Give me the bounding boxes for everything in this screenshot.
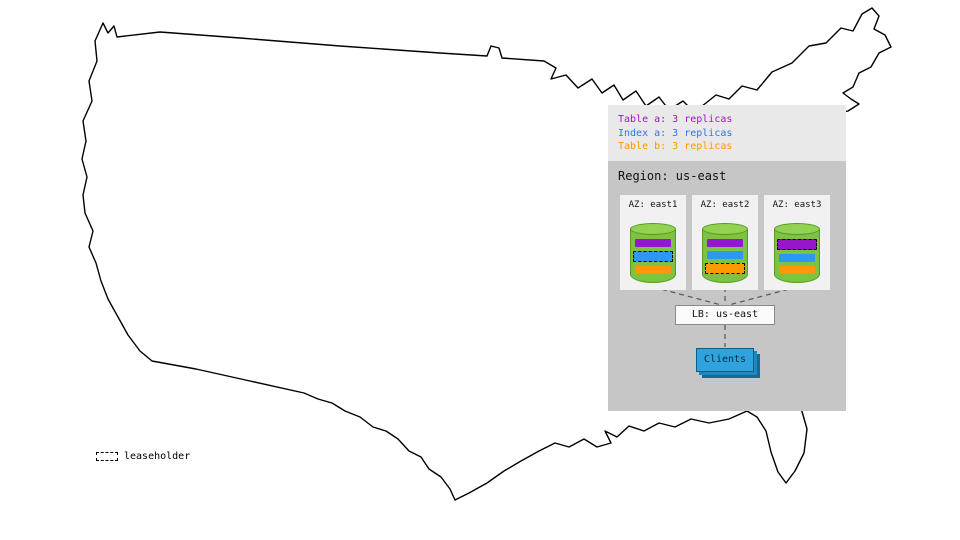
db-node-cylinder — [774, 223, 820, 283]
legend-table-b: Table b: 3 replicas — [618, 141, 733, 152]
leaseholder-key: leaseholder — [96, 451, 190, 462]
replica-table-a — [635, 239, 671, 247]
leaseholder-swatch — [96, 452, 118, 461]
az-east2-label: AZ: east2 — [700, 200, 750, 210]
replica-table-a — [777, 239, 817, 250]
topology-panel: Table a: 3 replicas Index a: 3 replicas … — [608, 105, 846, 411]
replica-table-b — [635, 266, 671, 274]
az-east1: AZ: east1 — [620, 195, 686, 290]
cylinder-top — [774, 223, 820, 235]
az-east1-label: AZ: east1 — [628, 200, 678, 210]
db-node-cylinder — [630, 223, 676, 283]
replica-legend: Table a: 3 replicas Index a: 3 replicas … — [608, 105, 846, 161]
clients-box: Clients — [696, 348, 754, 372]
az-row: AZ: east1 AZ: east2 — [620, 195, 830, 290]
replica-bars — [774, 239, 820, 278]
az-east2: AZ: east2 — [692, 195, 758, 290]
replica-bars — [630, 239, 676, 278]
db-node-cylinder — [702, 223, 748, 283]
replica-index-a — [707, 251, 743, 259]
legend-index-a: Index a: 3 replicas — [618, 127, 733, 139]
replica-bars — [702, 239, 748, 278]
connector-lines — [652, 286, 798, 347]
cylinder-top — [630, 223, 676, 235]
replica-index-a — [633, 251, 673, 262]
replica-table-b — [779, 266, 815, 274]
load-balancer: LB: us-east — [675, 305, 775, 325]
replica-table-a — [707, 239, 743, 247]
region-us-east: Region: us-east AZ: east1 — [608, 161, 846, 411]
replica-table-b — [705, 263, 745, 274]
az-east3: AZ: east3 — [764, 195, 830, 290]
cylinder-top — [702, 223, 748, 235]
legend-table-a: Table a: 3 replicas — [618, 114, 733, 125]
replica-index-a — [779, 254, 815, 262]
leaseholder-key-label: leaseholder — [124, 451, 191, 462]
region-title: Region: us-east — [618, 169, 727, 183]
az-east3-label: AZ: east3 — [772, 200, 822, 210]
